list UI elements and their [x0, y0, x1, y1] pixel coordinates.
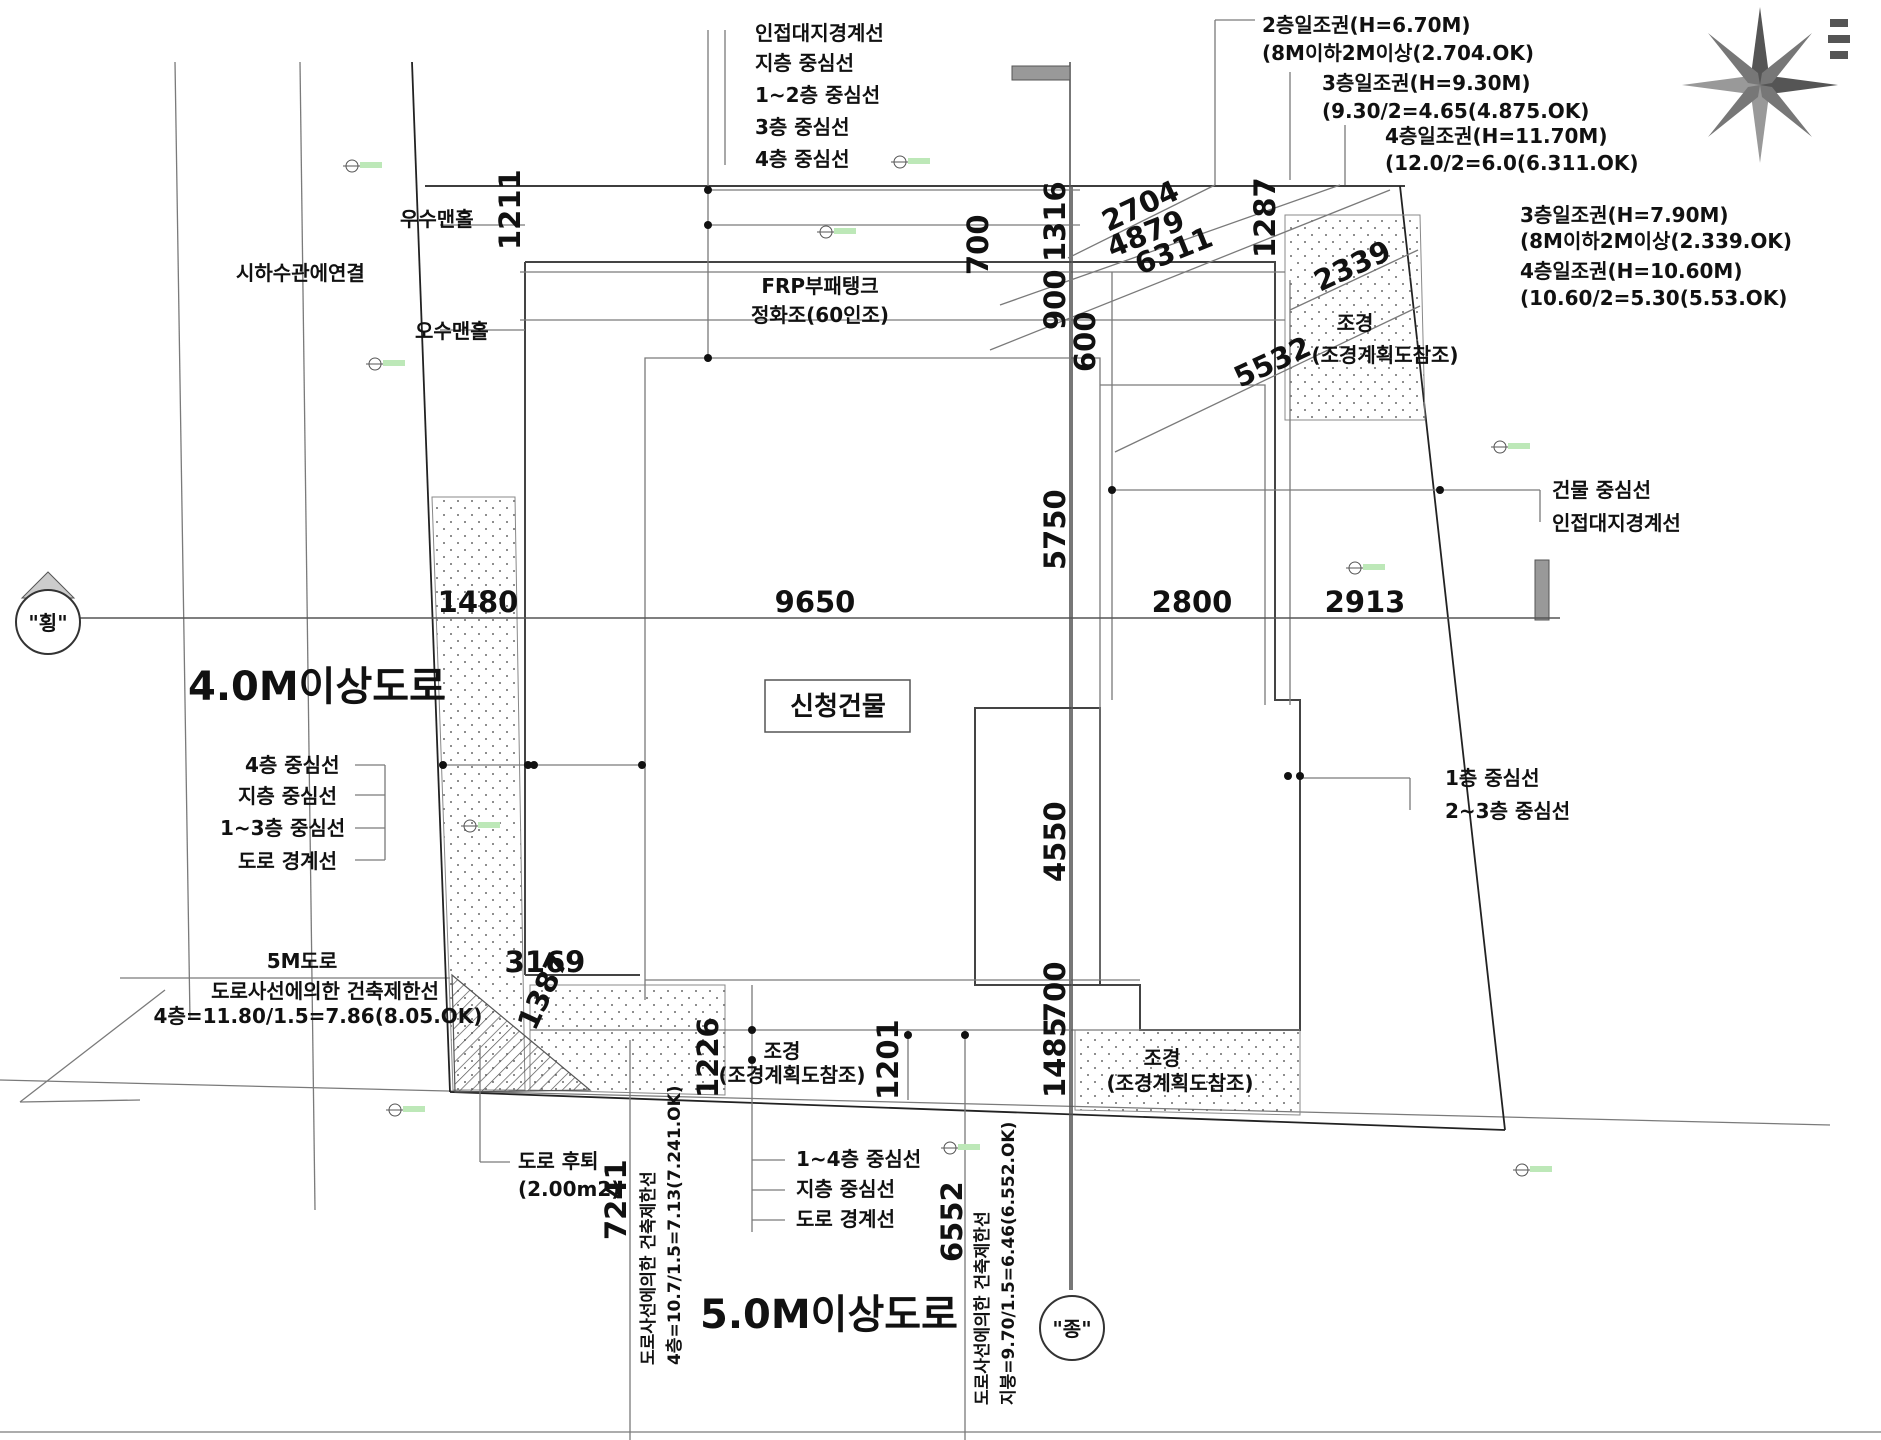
sunlight-floor2-calc: (8M이하2M이상(2.704.OK): [1262, 41, 1534, 65]
dim-1480: 1480: [438, 585, 519, 619]
road-setback-hatch: [451, 973, 592, 1093]
label-floor4-center-top: 4층 중심선: [755, 147, 849, 171]
sunlight-floor3a-calc: (9.30/2=4.65(4.875.OK): [1322, 99, 1589, 123]
boundary-marker-right: [1534, 559, 1550, 621]
label-sewer-connection: 시하수관에연결: [236, 261, 365, 285]
label-frp-tank: FRP부패탱크: [761, 274, 878, 298]
sunlight-floor4b-title: 4층일조권(H=10.60M): [1520, 259, 1742, 283]
label-road-setback-area: (2.00m2): [518, 1177, 620, 1201]
label-floor3-center-top: 3층 중심선: [755, 115, 849, 139]
label-floor12-center-top: 1~2층 중심선: [755, 83, 880, 107]
sunlight-floor3b-calc: (8M이하2M이상(2.339.OK): [1520, 229, 1792, 253]
label-vert-restriction-1a: 도로사선에의한 건축제한선: [639, 1171, 659, 1365]
label-road-south: 5.0M이상도로: [700, 1292, 958, 1338]
label-landscape-bottom-right-ref: (조경계획도참조): [1106, 1071, 1253, 1095]
label-rain-manhole: 우수맨홀: [400, 207, 474, 231]
sunlight-floor4a-title: 4층일조권(H=11.70M): [1385, 124, 1607, 148]
sunlight-floor3b-title: 3층일조권(H=7.90M): [1520, 203, 1729, 227]
building-outline: [520, 261, 1301, 1031]
landscape-zones: [431, 214, 1426, 1116]
dim-5750: 5750: [1038, 489, 1072, 570]
label-vert-restriction-2b: 지붕=9.70/1.5=6.46(6.552.OK): [999, 1122, 1019, 1405]
site-boundary: [411, 61, 1550, 1290]
label-road-boundary-bottom: 도로 경계선: [796, 1207, 895, 1231]
label-floor14-center-bottom: 1~4층 중심선: [796, 1147, 921, 1171]
label-basement-center-top: 지층 중심선: [755, 51, 854, 75]
label-landscape-top-ref: (조경계획도참조): [1311, 343, 1458, 367]
sunlight-floor2-title: 2층일조권(H=6.70M): [1262, 13, 1471, 37]
label-floor1-center-right: 1층 중심선: [1445, 766, 1539, 790]
label-applicant-building: 신청건물: [790, 692, 886, 722]
applicant-building-box: [764, 679, 911, 733]
label-basement-center-left: 지층 중심선: [238, 784, 337, 808]
dim-700-bottom: 700: [1038, 961, 1072, 1022]
label-adjacent-boundary-top: 인접대지경계선: [755, 21, 884, 45]
sunlight-floor3a-title: 3층일조권(H=9.30M): [1322, 71, 1531, 95]
dim-1201: 1201: [871, 1019, 905, 1100]
dim-1485: 1485: [1038, 1017, 1072, 1098]
axis-lines: [75, 30, 1560, 1440]
label-basement-center-bottom: 지층 중심선: [796, 1177, 895, 1201]
label-adjacent-boundary-right: 인접대지경계선: [1552, 511, 1681, 535]
dim-2913: 2913: [1325, 585, 1406, 619]
left-leaders: [355, 30, 1541, 1221]
dim-900: 900: [1038, 269, 1072, 330]
label-landscape-bottom-left-ref: (조경계획도참조): [718, 1063, 865, 1087]
dim-700-top: 700: [961, 214, 995, 275]
label-building-center: 건물 중심선: [1552, 478, 1651, 502]
axis-marker-horizontal: "횡": [15, 571, 81, 655]
dim-600: 600: [1068, 311, 1102, 372]
label-floor23-center-right: 2~3층 중심선: [1445, 799, 1570, 823]
label-road-restriction-calc: 4층=11.80/1.5=7.86(8.05.OK): [154, 1004, 483, 1028]
label-road-boundary-left: 도로 경계선: [238, 849, 337, 873]
dim-6552: 6552: [935, 1181, 969, 1262]
label-landscape-bottom-right: 조경: [1144, 1046, 1181, 1070]
dim-9650: 9650: [775, 585, 856, 619]
dim-3169: 3169: [505, 945, 586, 979]
dim-2800: 2800: [1152, 585, 1233, 619]
intersection-dots: [439, 186, 1444, 1064]
dim-1211: 1211: [493, 169, 527, 250]
label-sewage-manhole: 오수맨홀: [415, 319, 489, 343]
label-floor13-center-left: 1~3층 중심선: [220, 816, 345, 840]
label-road-setback: 도로 후퇴: [518, 1149, 599, 1173]
label-vert-restriction-1b: 4층=10.7/1.5=7.13(7.241.OK): [665, 1085, 685, 1365]
axis-label-vertical: "종": [1052, 1317, 1091, 1341]
dim-7241: 7241: [599, 1159, 633, 1240]
sunlight-lines: [989, 19, 1421, 453]
label-landscape-top: 조경: [1337, 311, 1374, 335]
dim-4550: 4550: [1038, 801, 1072, 882]
label-floor4-center-left: 4층 중심선: [245, 753, 339, 777]
road-context-lines: [0, 61, 1881, 1433]
boundary-marker-top: [1011, 65, 1071, 81]
survey-markers: [343, 155, 1552, 1177]
label-road-west: 4.0M이상도로: [188, 664, 446, 710]
dim-1226: 1226: [691, 1017, 725, 1098]
label-septic-tank: 정화조(60인조): [751, 303, 889, 327]
axis-label-horizontal: "횡": [28, 611, 67, 635]
dim-1316: 1316: [1038, 181, 1072, 262]
label-road-5m: 5M도로: [267, 949, 338, 973]
sunlight-floor4b-calc: (10.60/2=5.30(5.53.OK): [1520, 286, 1787, 310]
label-road-restriction: 도로사선에의한 건축제한선: [211, 979, 439, 1003]
sunlight-floor4a-calc: (12.0/2=6.0(6.311.OK): [1385, 151, 1639, 175]
north-arrow-icon: [1682, 7, 1850, 163]
label-landscape-bottom-left: 조경: [764, 1039, 801, 1063]
label-vert-restriction-2a: 도로사선에의한 건축제한선: [973, 1211, 993, 1405]
dim-1287: 1287: [1248, 177, 1282, 258]
axis-marker-vertical: "종": [1039, 1295, 1105, 1361]
